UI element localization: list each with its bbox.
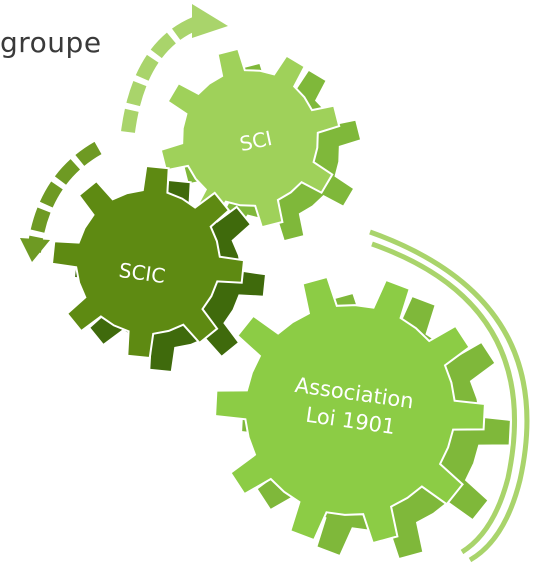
arrow-arc-association-outer — [369, 229, 530, 563]
gear-sci — [159, 47, 363, 243]
gear-scic — [50, 164, 268, 374]
arrow-head-scic — [20, 238, 50, 262]
gear-association — [214, 275, 512, 561]
arrow-head-sci — [192, 4, 228, 38]
gear-scic-face — [50, 164, 246, 360]
diagram-heading: groupe — [0, 26, 102, 59]
arrow-arc-association-inner — [371, 241, 517, 555]
arrow-around-scic — [20, 141, 102, 262]
arrow-around-sci — [121, 4, 228, 133]
arrow-around-association — [369, 229, 530, 563]
arrow-arc-scic — [27, 141, 102, 253]
gear-association-face — [214, 275, 486, 545]
arrow-arc-sci — [121, 13, 208, 133]
gear-sci-face — [159, 47, 341, 229]
